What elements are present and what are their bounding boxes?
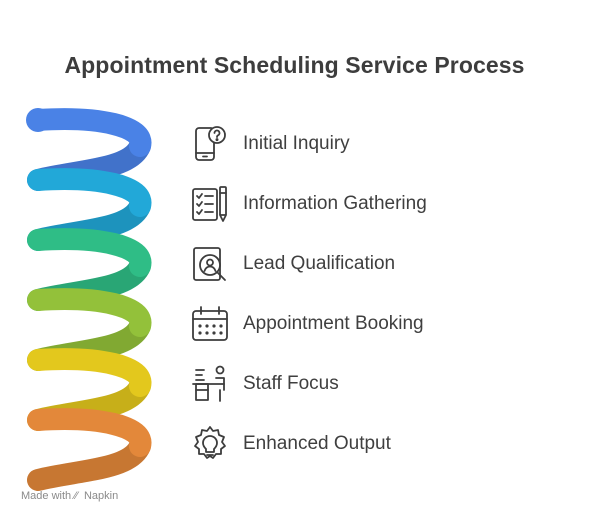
spiral-turn-front [27, 108, 152, 157]
spiral-turn-shade [27, 435, 151, 491]
spiral-turn-front [27, 348, 152, 397]
spiral-turn-front [27, 408, 152, 457]
step-appointment-booking: Appointment Booking [190, 304, 520, 348]
step-staff-focus: Staff Focus [190, 364, 520, 408]
spiral-turn-front [27, 288, 152, 337]
phone-question-icon [195, 126, 226, 161]
step-information-gathering: Information Gathering [190, 184, 520, 228]
checklist-pen-icon [192, 186, 227, 222]
diagram-title: Appointment Scheduling Service Process [64, 52, 525, 78]
step-enhanced-output: Enhanced Output [190, 424, 520, 468]
napkin-logo-icon: ⁄⁄ [74, 490, 78, 502]
footer-made-with: Made with [21, 490, 72, 502]
step-label: Appointment Booking [243, 313, 424, 334]
step-initial-inquiry: Initial Inquiry [190, 124, 520, 168]
spiral-turn-front [27, 228, 152, 277]
staff-desk-icon [192, 365, 225, 402]
step-label: Information Gathering [243, 193, 427, 214]
step-label: Staff Focus [243, 373, 339, 394]
gear-lightbulb-icon [194, 426, 226, 459]
spiral-start-cap [26, 108, 50, 132]
profile-search-icon [193, 247, 226, 281]
footer-brand: Napkin [83, 490, 119, 502]
footer-attribution: Made with ⁄⁄ Napkin [21, 490, 118, 502]
spiral-turn-front [27, 168, 152, 217]
step-lead-qualification: Lead Qualification [190, 244, 520, 288]
spiral-front-strands [27, 108, 152, 457]
calendar-icon [192, 306, 228, 341]
step-label: Enhanced Output [243, 433, 391, 454]
step-label: Lead Qualification [243, 253, 396, 274]
step-label: Initial Inquiry [243, 133, 350, 154]
